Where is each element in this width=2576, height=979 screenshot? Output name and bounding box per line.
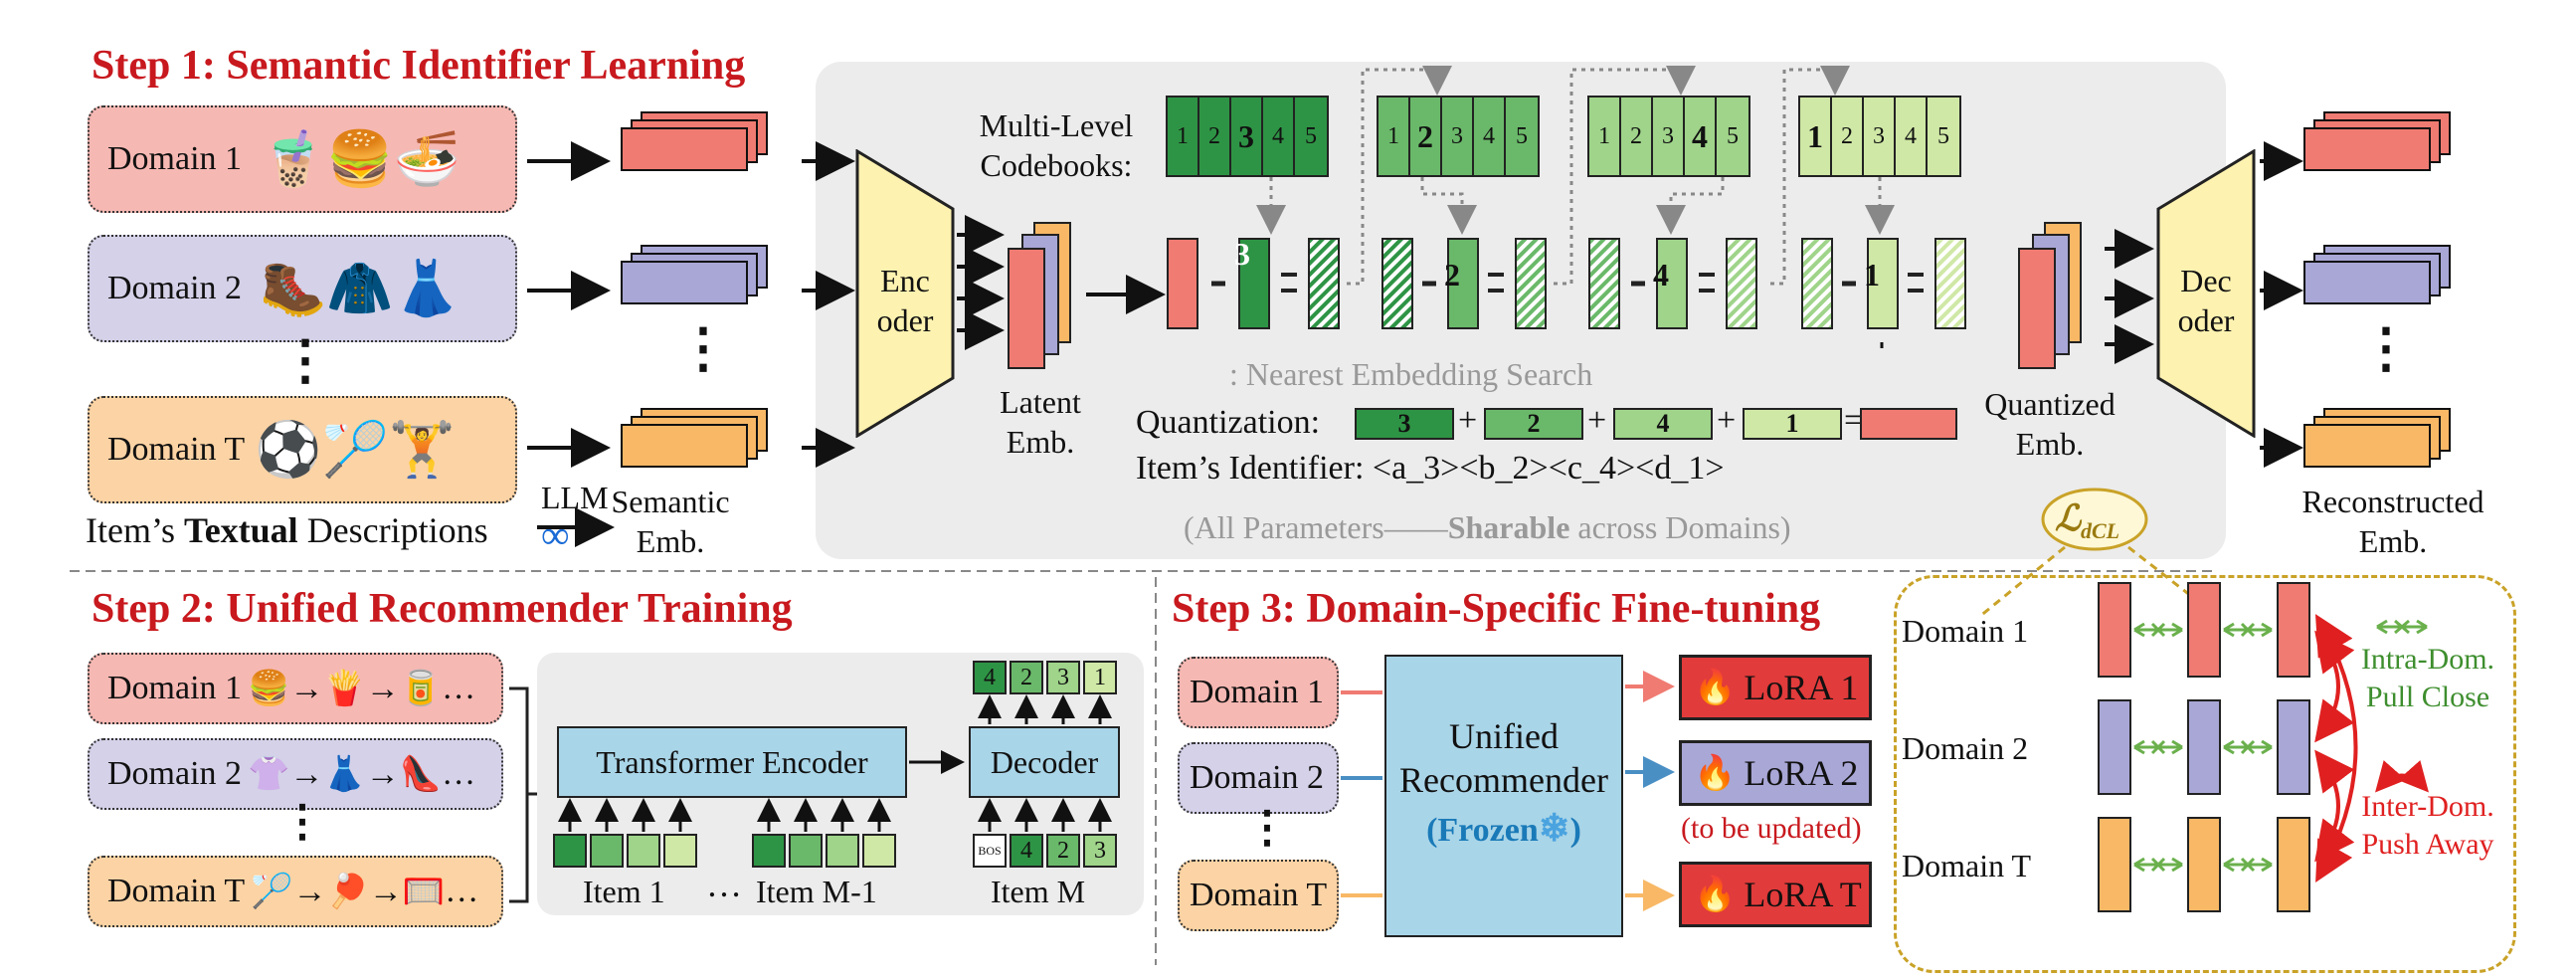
clothing-icons: 🥾🧥👗 [260,258,460,318]
sports-icons: ⚽🏸🏋 [255,419,456,480]
quant-code-3: 4 [1613,408,1713,440]
vdots: ⋮ [278,330,332,390]
item-m-1-tokens [752,834,899,868]
step3-domain-2: Domain 2 [1178,742,1339,814]
unified-recommender-block [1384,655,1623,937]
fire-icon: 🔥 [1694,877,1737,913]
residual-code-1: 3 [1234,236,1250,272]
plus-sign: + [1458,402,1478,439]
residual-code-4: 1 [1864,257,1880,293]
item-identifier: Item’s Identifier: <a_3><b_2><c_4><d_1> [1136,450,1725,487]
step1-domain-t-box: Domain T ⚽🏸🏋 [88,396,517,503]
domain-label: Domain 2 [107,270,243,306]
domain-label: Domain T [107,431,246,468]
sequence-icons: 🍔→🍟→🥫 [248,671,443,707]
output-tokens: 4 2 3 1 [973,661,1120,694]
step2-domain-t-seq: Domain T 🏸→🏓→🥅… [88,856,503,927]
snowflake-icon: ❄ [1538,808,1570,850]
contrastive-graphic [2098,582,2429,912]
plus-sign: + [1717,402,1737,439]
decoder-block-step2: Decoder [969,726,1120,798]
step1-title: Step 1: Semantic Identifier Learning [92,43,746,89]
quant-code-4: 1 [1743,408,1842,440]
encoder-block [855,149,955,438]
residual-code-3: 4 [1653,257,1669,293]
food-icons: 🧋🍔🍜 [260,128,460,189]
vdots: ⋮ [1245,803,1289,852]
frozen-label: (Frozen❄) [1426,808,1581,850]
step3-domain-t: Domain T [1178,860,1339,931]
contrastive-domain-t: Domain T [1902,848,2032,883]
step2-domain-1-seq: Domain 1 🍔→🍟→🥫… [88,653,503,724]
item-1-label: Item 1 [583,874,665,909]
quant-code-2: 2 [1484,408,1583,440]
domain-label: Domain 1 [107,670,243,706]
domain-label: Domain 1 [107,140,243,177]
vdots: ⋮ [2359,318,2413,378]
step1-domain-1-box: Domain 1 🧋🍔🍜 [88,105,517,213]
item-m-1-label: Item M-1 [756,874,877,909]
decoder-input-tokens: BOS 4 2 3 [973,834,1120,868]
step2-arrows [558,694,1112,832]
lora-t-adapter: 🔥LoRA T [1679,862,1872,927]
residual-quantization-graphic [1167,66,1966,348]
domain-label: Domain 2 [107,755,243,792]
lora-2-adapter: 🔥LoRA 2 [1679,740,1872,806]
step2-title: Step 2: Unified Recommender Training [92,586,793,632]
step2-domain-2-seq: Domain 2 👚→👗→👠… [88,738,503,810]
nearest-search-legend: : Nearest Embedding Search [1229,356,1593,392]
textual-descriptions-label: Item’s Textual Descriptions [86,510,488,550]
domain-label: Domain T [107,873,246,909]
items-ellipsis: … [706,865,742,904]
quantized-emb-stack [2018,222,2082,369]
step1-domain-2-box: Domain 2 🥾🧥👗 [88,235,517,342]
transformer-encoder-block: Transformer Encoder [557,726,907,798]
lora-1-adapter: 🔥LoRA 1 [1679,655,1872,720]
plus-sign: + [1587,402,1607,439]
step3-arrows [1341,671,1675,911]
quant-code-1: 3 [1355,408,1454,440]
vdots: ⋮ [676,318,730,378]
quantized-vector [1860,408,1957,440]
contrastive-domain-1: Domain 1 [1902,613,2029,649]
sharable-note: (All Parameters——Sharable across Domains… [1184,509,1791,545]
vdots: ⋮ [280,797,324,846]
contrastive-domain-2: Domain 2 [1902,730,2029,766]
item-m-label: Item M [991,874,1086,909]
decoder-block [2156,149,2256,438]
contrastive-loss-panel [1894,575,2516,973]
step3-title: Step 3: Domain-Specific Fine-tuning [1172,586,1821,632]
loss-dcl-label: ℒdCL [2055,498,2120,544]
to-be-updated-label: (to be updated) [1681,812,1862,845]
fire-icon: 🔥 [1694,670,1737,706]
equals-sign: = [1844,402,1864,439]
residual-code-2: 2 [1444,257,1460,293]
intra-domain-label: Intra-Dom.Pull Close [2360,643,2495,713]
sequence-icons: 👚→👗→👠 [248,756,443,793]
item-1-tokens [553,834,700,868]
fire-icon: 🔥 [1694,755,1737,792]
latent-emb-stack [1008,222,1071,369]
sequence-icons: 🏸→🏓→🥅 [251,874,446,910]
quantization-label: Quantization: [1136,404,1321,441]
inter-domain-label: Inter-Dom.Push Away [2361,790,2494,861]
meta-logo-icon: ∞ [541,512,570,557]
step3-domain-1: Domain 1 [1178,657,1339,728]
